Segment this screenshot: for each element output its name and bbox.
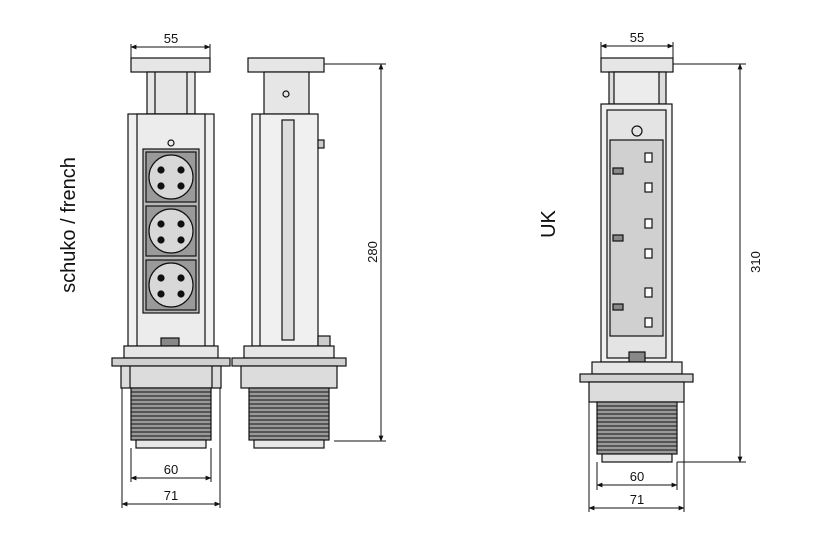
dim-right-height: 310 bbox=[748, 251, 763, 273]
dim-left-top-width: 55 bbox=[164, 31, 178, 46]
dim-right-top-width: 55 bbox=[630, 30, 644, 45]
uk-front-view bbox=[579, 57, 694, 463]
schuko-side-view bbox=[231, 57, 347, 449]
uk-socket-3 bbox=[612, 287, 653, 328]
variant-label-schuko: schuko / french bbox=[58, 157, 80, 293]
uk-socket-2 bbox=[612, 218, 653, 259]
dim-right-thread-width: 60 bbox=[630, 469, 644, 484]
schuko-front-view bbox=[111, 57, 231, 449]
dim-left-thread-width: 60 bbox=[164, 462, 178, 477]
left-dimension-lines bbox=[121, 44, 386, 508]
dim-right-flange-width: 71 bbox=[630, 492, 644, 507]
schuko-socket-3 bbox=[145, 259, 197, 311]
dim-left-flange-width: 71 bbox=[164, 488, 178, 503]
schuko-socket-1 bbox=[145, 151, 197, 203]
dim-left-height: 280 bbox=[365, 241, 380, 263]
schuko-socket-2 bbox=[145, 205, 197, 257]
uk-socket-1 bbox=[612, 152, 653, 193]
variant-label-uk: UK bbox=[538, 209, 560, 237]
right-dimension-lines bbox=[588, 42, 746, 512]
